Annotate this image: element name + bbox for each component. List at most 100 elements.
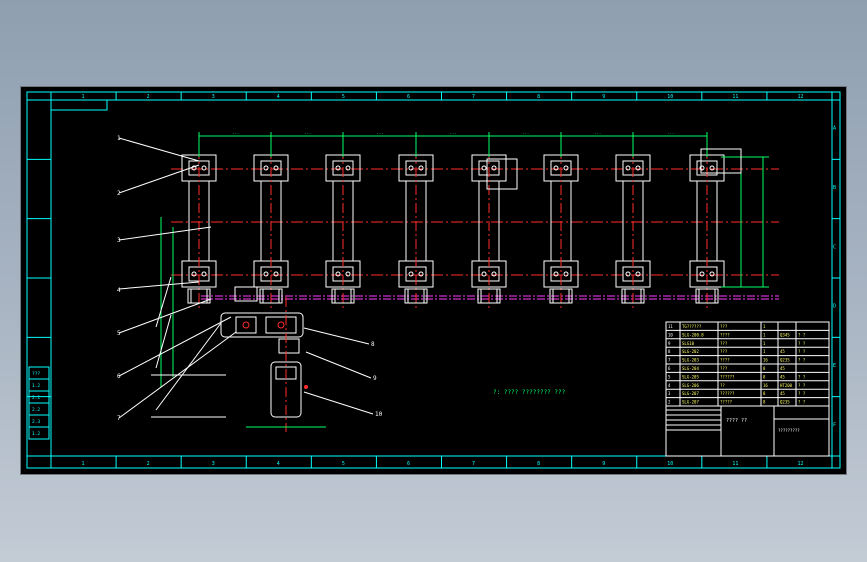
revision-text: 2.2 [32,407,40,413]
bom-cell: 45 [780,374,785,379]
item-balloon: 5 [117,330,121,337]
bom-cell: ??? [720,341,728,346]
leader-line [118,281,200,290]
roller-pitch-label: ... [304,130,311,135]
bolt-hole [345,271,351,277]
roller-pitch-label: ... [522,130,529,135]
bom-cell: SLG-204 [682,366,699,371]
column-ref-label: 6 [407,94,410,100]
column-ref-label: 9 [602,94,605,100]
top-left-box [50,99,108,111]
bolt-hole [345,165,351,171]
bolt-hole [481,271,487,277]
bom-cell: 16 [763,358,768,363]
bom-cell: 7 [668,358,671,363]
bom-cell: 2 [668,400,671,405]
row-ref-label: D [833,304,836,310]
gearbox-gear [235,316,257,334]
roller-pitch-label: ... [594,130,601,135]
bom-cell: ? ? [798,391,806,396]
bolt-hole [553,165,559,171]
bolt-hole [191,271,197,277]
bom-cell: SLG-205 [682,374,699,379]
bolt-hole [335,271,341,277]
bom-cell: 45 [780,366,785,371]
item-balloon: 3 [117,237,121,244]
bom-cell: Q345 [780,332,790,337]
gearbox-sprocket [234,286,258,302]
bolt-hole [201,165,207,171]
bom-cell: SLG-207 [682,391,699,396]
column-ref-label: 4 [277,94,280,100]
leader-line [303,327,370,345]
bom-cell: SLG-200.8 [682,332,704,337]
drawing-title: ???? ?? [726,418,747,424]
item-balloon: 9 [373,375,377,382]
gearbox-housing [220,312,304,338]
detail-box [486,158,518,190]
drawing-canvas[interactable]: 112233445566778899101011111212ABCDEF???1… [21,87,848,476]
bolt-hole [408,271,414,277]
row-ref-label: F [833,422,836,428]
sprocket [549,288,573,304]
item-balloon: 4 [117,287,121,294]
bolt-hole [491,165,497,171]
item-balloon: 6 [117,373,121,380]
bom-cell: Q235 [780,358,790,363]
column-ref-label: 9 [602,461,605,467]
column-ref-label: 2 [147,94,150,100]
column-ref-label: 10 [667,94,673,100]
sprocket [259,288,283,304]
row-ref-label: A [833,126,836,132]
bom-cell: ???? [720,332,730,337]
gear-center [242,321,250,329]
bom-cell: 16 [763,383,768,388]
bom-cell: ???? [720,358,730,363]
sprocket [331,288,355,304]
sprocket [695,288,719,304]
roller-pitch-label: ... [450,130,457,135]
bom-cell: 45 [780,391,785,396]
bolt-hole [273,165,279,171]
bolt-hole [418,165,424,171]
bom-cell: 5 [668,374,671,379]
column-ref-label: 10 [667,461,673,467]
roller-pitch-label: ... [377,130,384,135]
leader-line [305,351,372,379]
column-ref-label: 1 [82,94,85,100]
leader-line [155,314,172,369]
bom-cell: 1 [763,349,766,354]
outer-border [26,91,841,469]
sprocket [477,288,501,304]
bom-cell: 45 [780,349,785,354]
column-ref-label: 1 [82,461,85,467]
bom-cell: ? ? [798,400,806,405]
bom-cell: ? ? [798,383,806,388]
item-balloon: 2 [117,190,121,197]
column-ref-label: 3 [212,94,215,100]
bom-cell: 8 [763,366,766,371]
bom-cell: 10 [668,332,673,337]
bolt-hole [263,165,269,171]
leader-line [155,322,222,411]
column-ref-label: 6 [407,461,410,467]
bolt-hole [709,271,715,277]
bolt-hole [699,271,705,277]
detail-box [700,148,742,174]
bom-cell: 8 [763,391,766,396]
bolt-hole [263,271,269,277]
bom-cell: ?????? [720,391,735,396]
bolt-hole [335,165,341,171]
bom-cell: ??? [720,366,728,371]
bolt-hole [191,165,197,171]
column-ref-label: 11 [732,461,738,467]
item-balloon: 8 [371,341,375,348]
bom-cell: SLG-202 [682,349,699,354]
drawing-number: ????????? [778,428,800,433]
gearbox-gear [265,316,297,334]
bolt-hole [481,165,487,171]
inner-border [50,99,833,457]
column-ref-label: 12 [797,94,803,100]
bolt-hole [635,271,641,277]
